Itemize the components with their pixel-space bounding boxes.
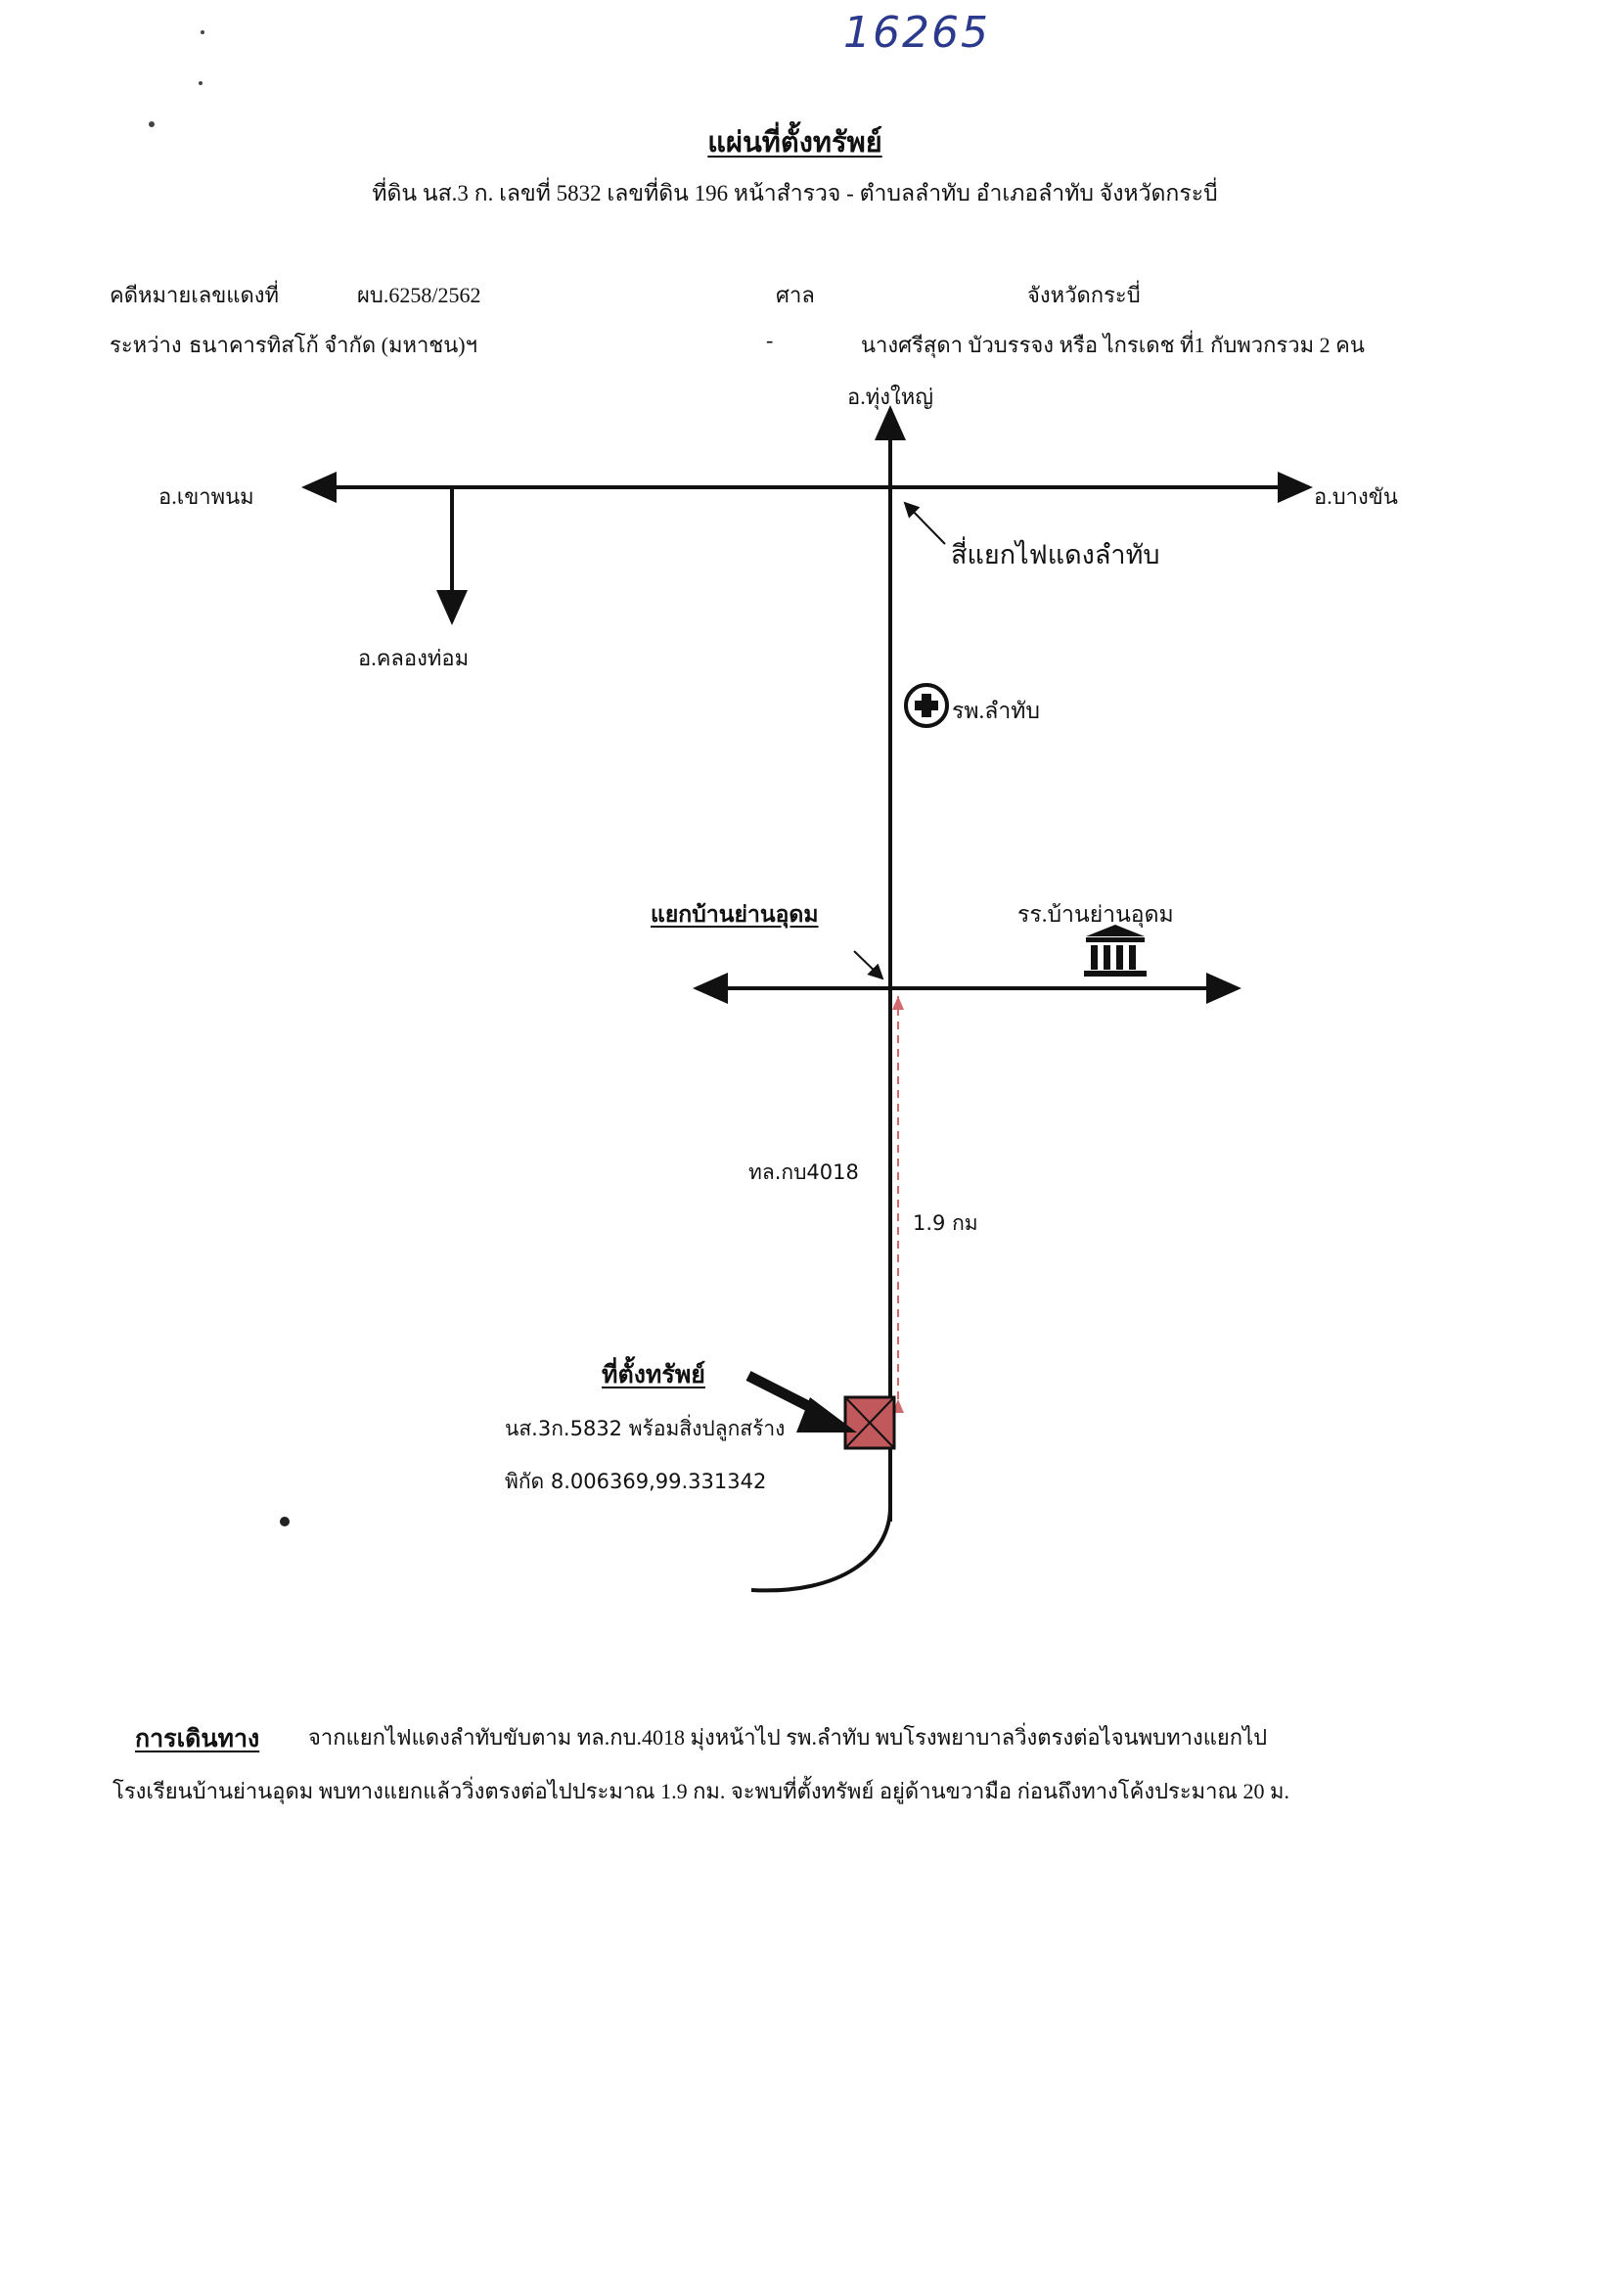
label-property-desc: นส.3ก.5832 พร้อมสิ่งปลูกสร้าง — [505, 1417, 786, 1440]
scan-speck — [280, 1517, 290, 1526]
document-title: แผ่นที่ตั้งทรัพย์ — [707, 127, 882, 159]
directions-heading: การเดินทาง — [135, 1726, 260, 1752]
label-east: อ.บางขัน — [1314, 484, 1398, 509]
scan-speck — [201, 30, 204, 34]
label-property-title: ที่ตั้งทรัพย์ — [602, 1362, 705, 1388]
label-school: รร.บ้านย่านอุดม — [1017, 902, 1174, 927]
between-label: ระหว่าง — [110, 333, 182, 357]
handwritten-number: 16265 — [843, 8, 990, 58]
property-pointer-arrow — [745, 1371, 857, 1433]
plaintiff-name: ธนาคารทิสโก้ จำกัด (มหาชน)ฯ — [189, 333, 477, 357]
court-label: ศาล — [776, 283, 815, 307]
junction-pointer — [853, 950, 884, 980]
case-number-value: ผบ.6258/2562 — [357, 283, 481, 307]
case-number-label: คดีหมายเลขแดงที่ — [110, 283, 280, 307]
label-road: ทล.กบ4018 — [748, 1160, 859, 1184]
scan-speck — [199, 81, 203, 85]
label-north: อ.ทุ่งใหญ่ — [847, 385, 933, 409]
document-subtitle: ที่ดิน นส.3 ก. เลขที่ 5832 เลขที่ดิน 196… — [372, 181, 1218, 205]
label-coordinates: พิกัด 8.006369,99.331342 — [505, 1470, 767, 1493]
court-value: จังหวัดกระบี่ — [1027, 283, 1141, 307]
label-junction: แยกบ้านย่านอุดม — [651, 902, 819, 927]
label-west: อ.เขาพนม — [158, 484, 254, 509]
scan-speck — [149, 121, 155, 127]
hospital-icon — [904, 683, 949, 728]
school-icon — [1084, 925, 1147, 977]
directions-line-1: จากแยกไฟแดงลำทับขับตาม ทล.กบ.4018 มุ่งหน… — [308, 1725, 1268, 1750]
label-distance: 1.9 กม — [913, 1211, 978, 1235]
directions-line-2: โรงเรียนบ้านย่านอุดม พบทางแยกแล้ววิ่งตรง… — [113, 1779, 1289, 1803]
label-hospital: รพ.ลำทับ — [952, 699, 1041, 723]
label-intersection: สี่แยกไฟแดงลำทับ — [951, 540, 1160, 569]
intersection-pointer — [903, 501, 946, 545]
property-marker — [843, 1395, 896, 1450]
defendant-name: นางศรีสุดา บัวบรรจง หรือ ไกรเดช ที่1 กับ… — [861, 333, 1365, 357]
label-branch-south: อ.คลองท่อม — [358, 646, 470, 670]
versus-dash: - — [766, 328, 774, 352]
road-curve — [750, 1506, 892, 1593]
